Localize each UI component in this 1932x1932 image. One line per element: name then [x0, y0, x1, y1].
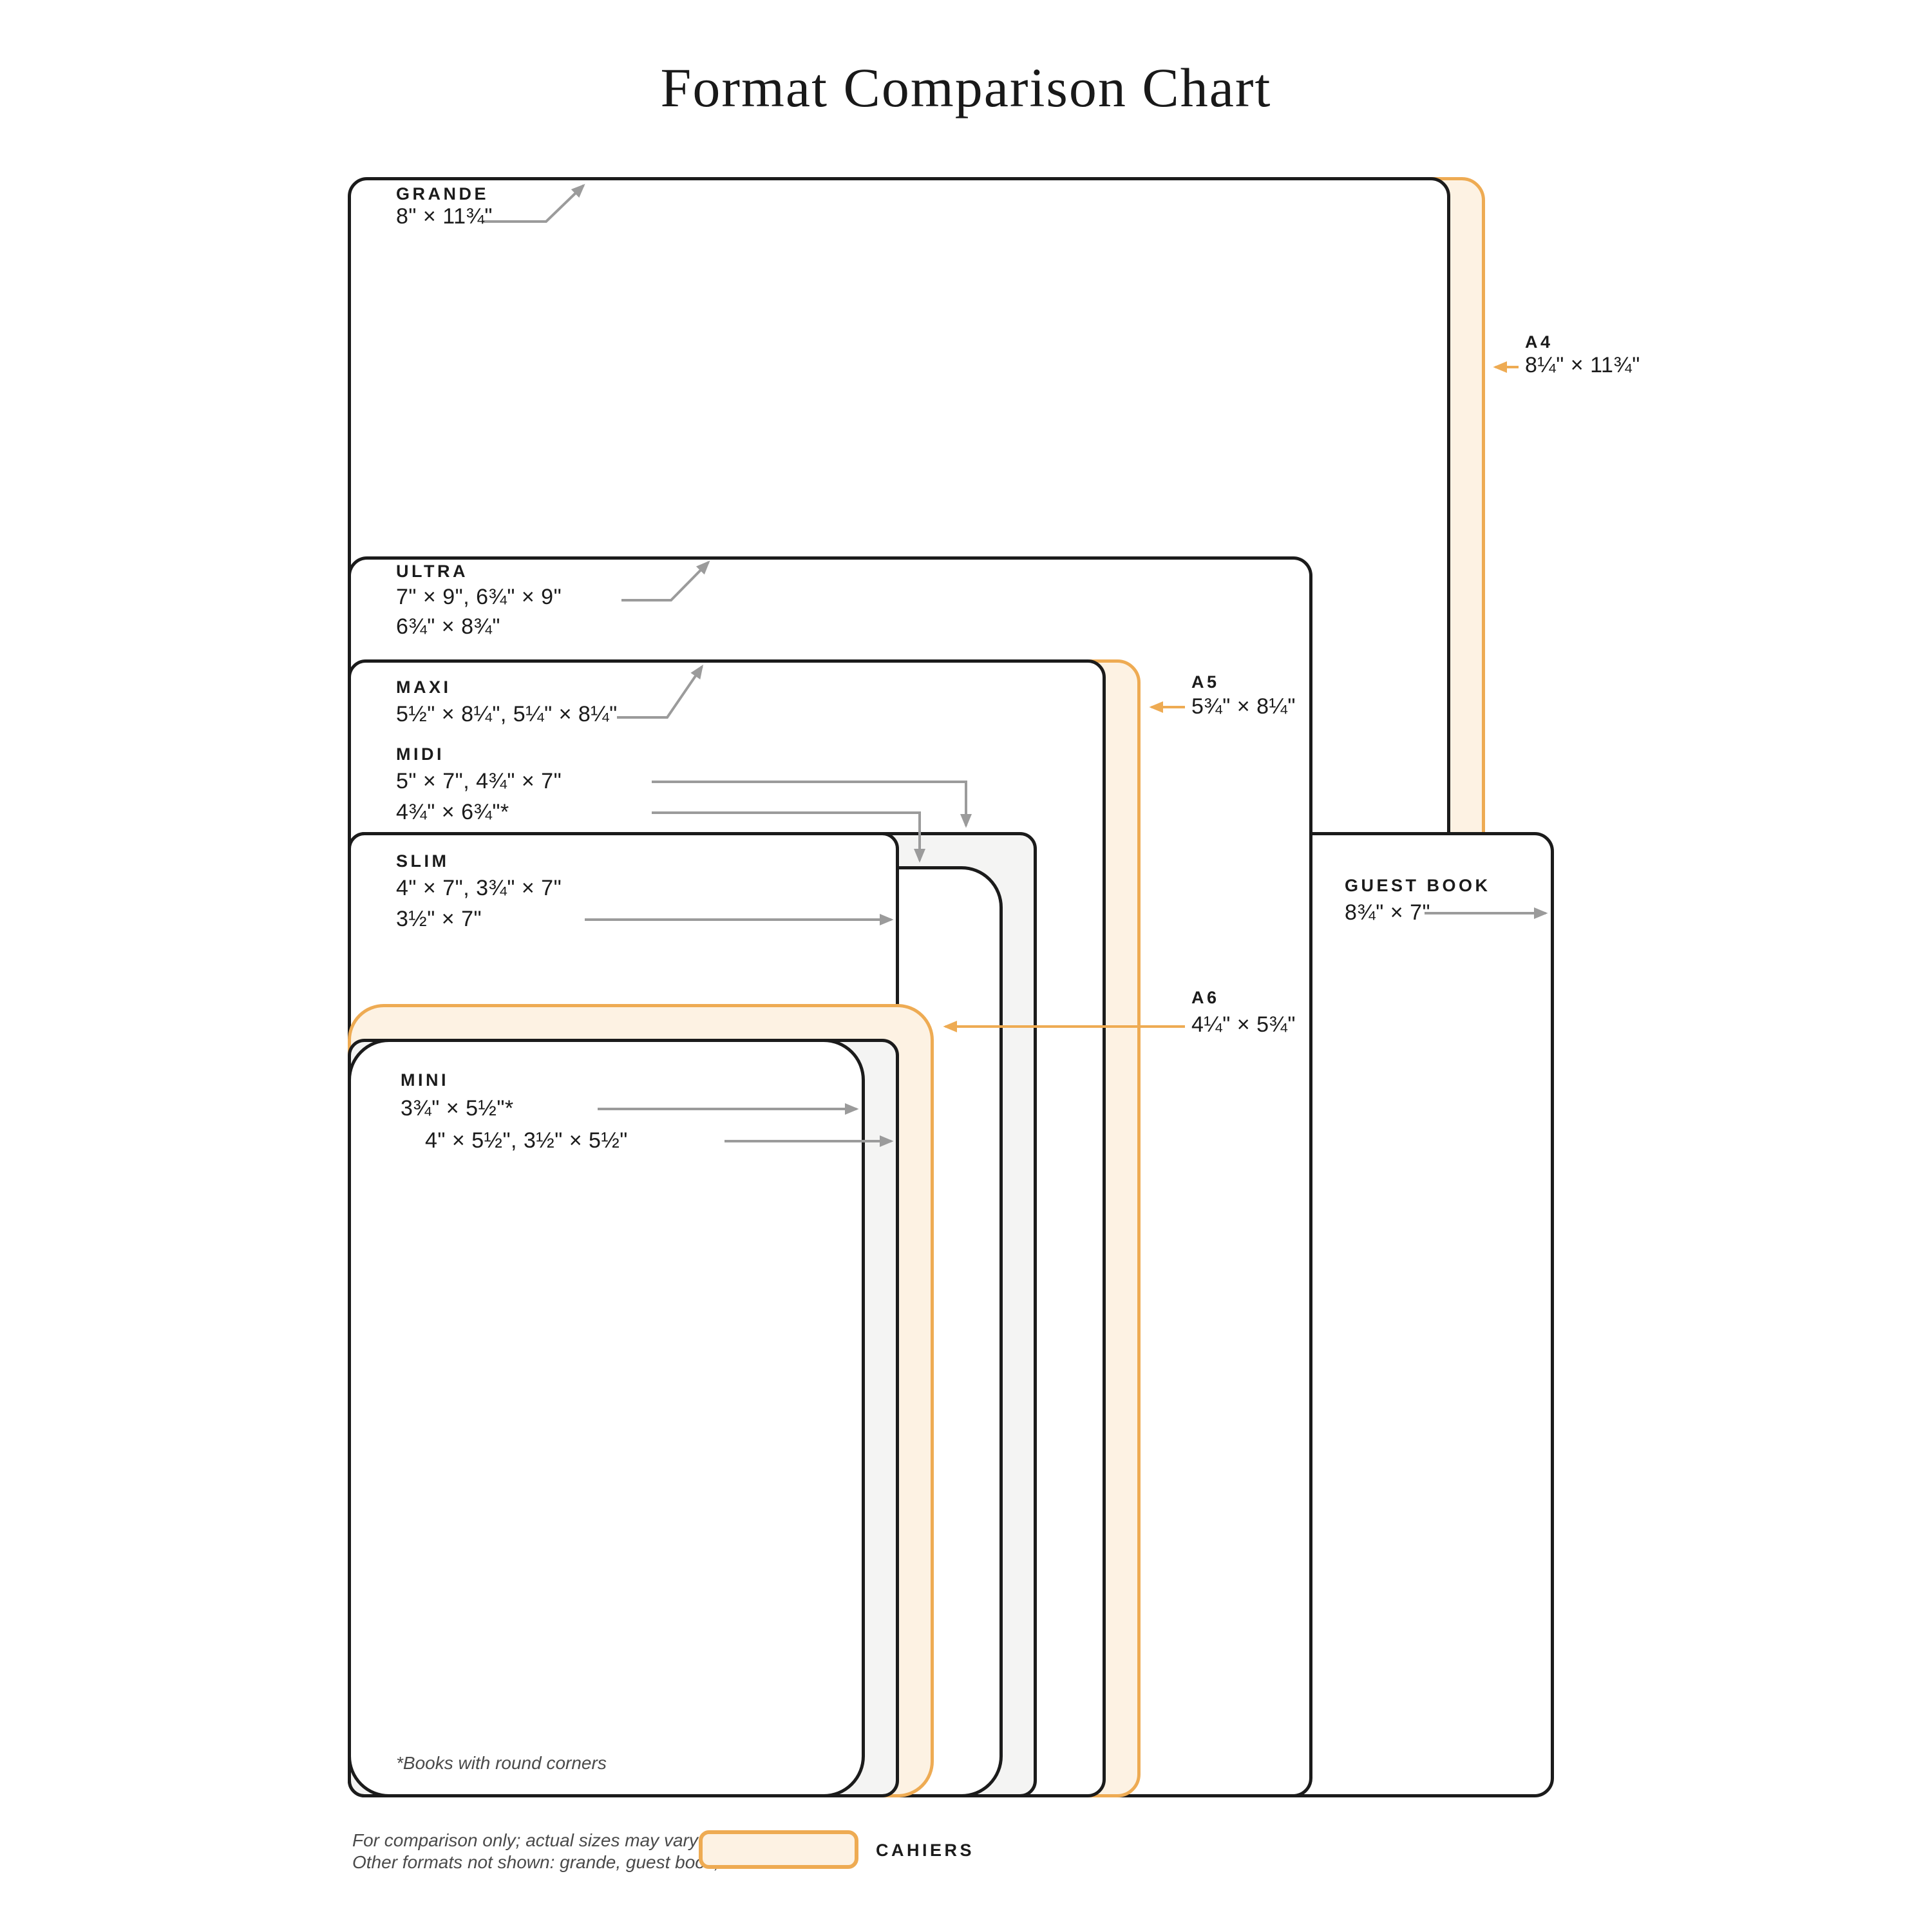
rect-mini-round-corners	[348, 1039, 865, 1797]
a6-label: A6	[1191, 988, 1220, 1007]
grande-label: GRANDE	[396, 184, 489, 204]
midi-size-2: 4¾" × 6¾"*	[396, 800, 509, 824]
mini-label: MINI	[401, 1070, 449, 1090]
cahiers-legend-label: CAHIERS	[876, 1841, 975, 1860]
ultra-size-2: 6¾" × 8¾"	[396, 614, 500, 639]
grande-size: 8" × 11¾"	[396, 204, 493, 229]
a5-label: A5	[1191, 672, 1220, 692]
midi-size-1: 5" × 7", 4¾" × 7"	[396, 769, 562, 793]
mini-size-2: 4" × 5½", 3½" × 5½"	[425, 1128, 628, 1153]
mini-size-1: 3¾" × 5½"*	[401, 1096, 514, 1121]
maxi-size: 5½" × 8¼", 5¼" × 8¼"	[396, 702, 618, 726]
slim-label: SLIM	[396, 851, 450, 871]
ultra-size-1: 7" × 9", 6¾" × 9"	[396, 585, 562, 609]
guest-book-size: 8¾" × 7"	[1345, 900, 1431, 925]
a4-size: 8¼" × 11¾"	[1525, 353, 1640, 377]
page-title: Format Comparison Chart	[660, 57, 1272, 118]
slim-size-2: 3½" × 7"	[396, 907, 482, 931]
midi-label: MIDI	[396, 744, 444, 764]
a5-size: 5¾" × 8¼"	[1191, 694, 1296, 719]
footer-note-1: For comparison only; actual sizes may va…	[352, 1830, 698, 1850]
round-corners-note: *Books with round corners	[396, 1753, 607, 1773]
maxi-label: MAXI	[396, 677, 451, 697]
guest-book-label: GUEST BOOK	[1345, 876, 1491, 895]
a6-size: 4¼" × 5¾"	[1191, 1012, 1296, 1037]
cahiers-legend-swatch	[699, 1830, 858, 1869]
a4-label: A4	[1525, 332, 1553, 352]
ultra-label: ULTRA	[396, 562, 468, 581]
slim-size-1: 4" × 7", 3¾" × 7"	[396, 876, 562, 900]
